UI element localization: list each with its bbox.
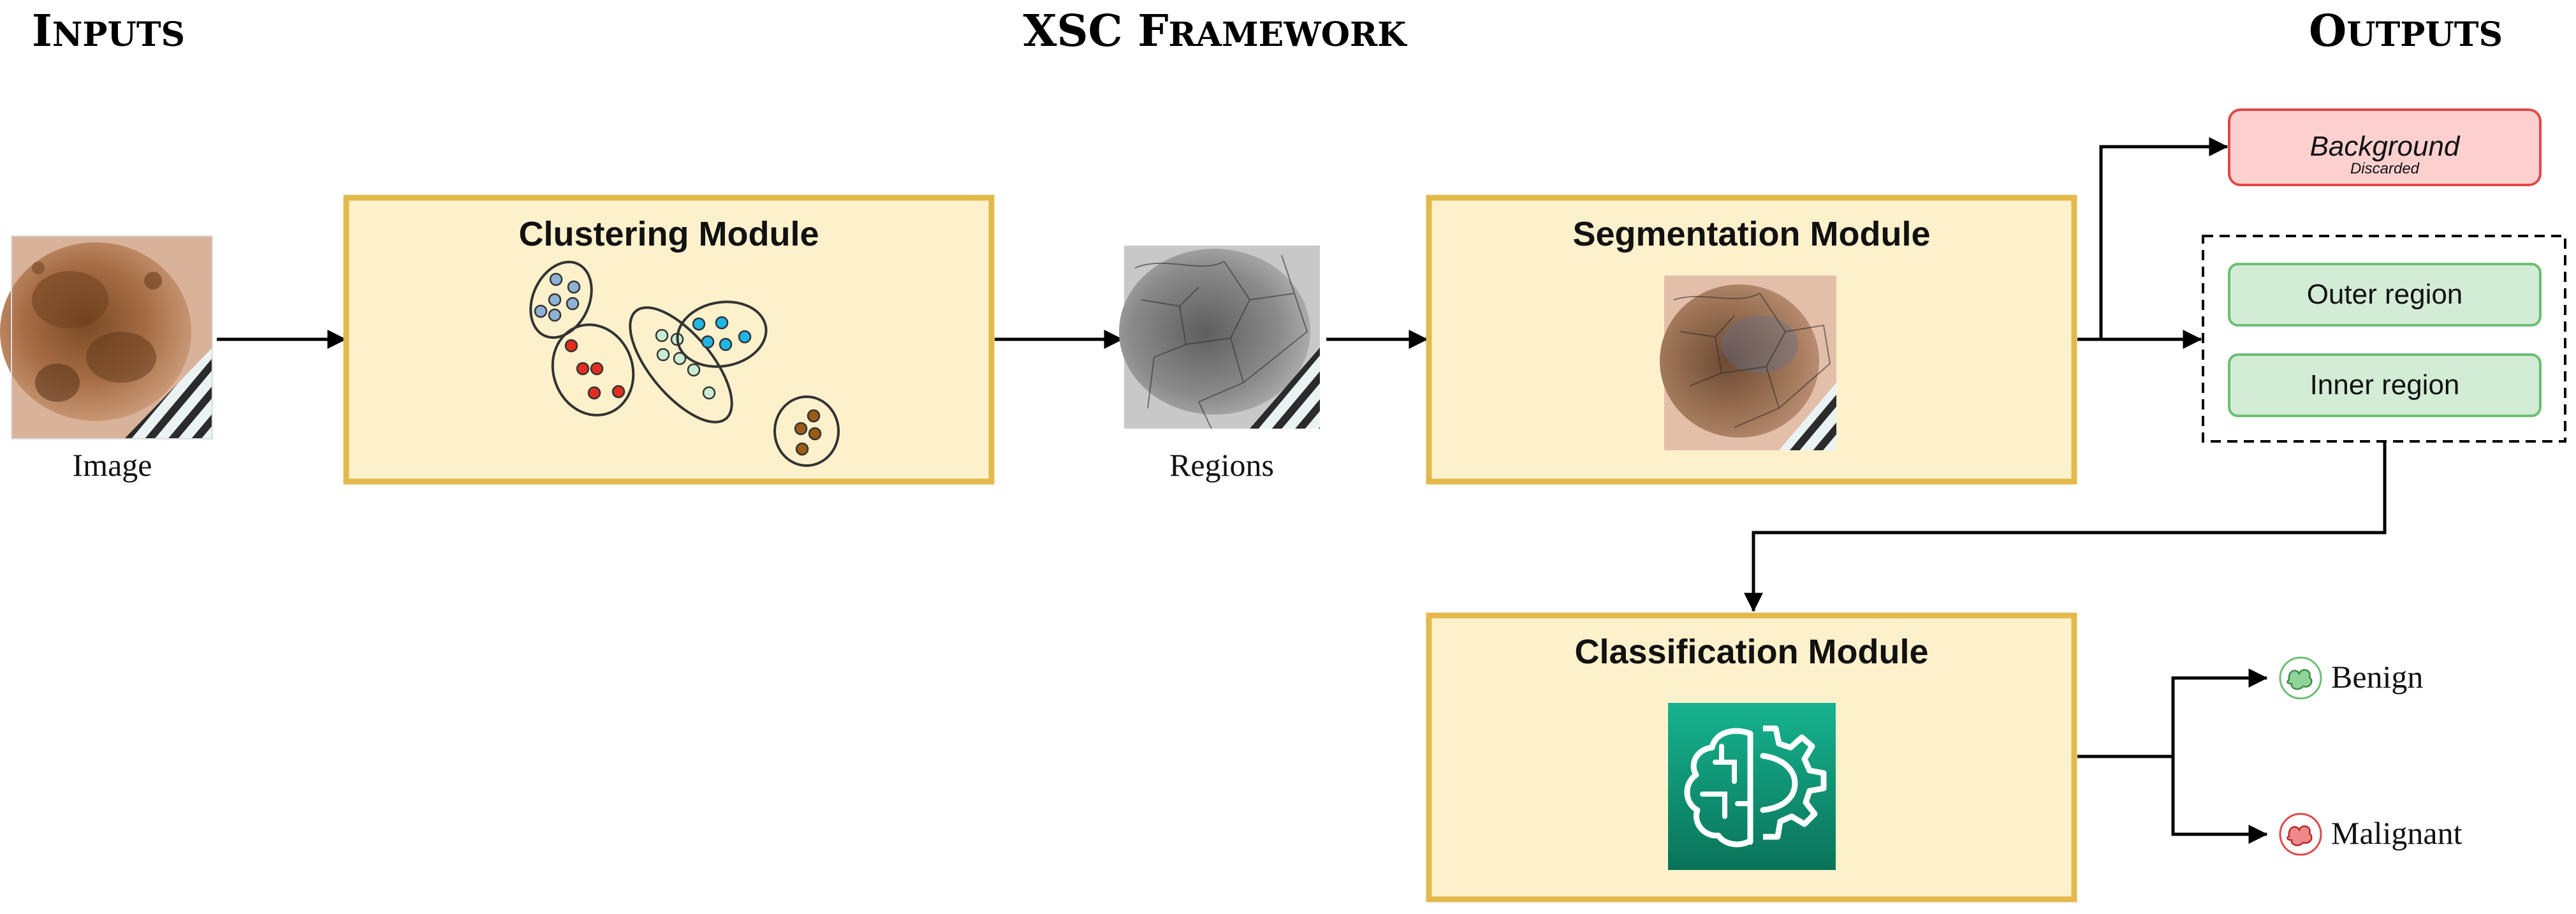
segmentation-module-title: Segmentation Module: [1572, 215, 1930, 253]
outer-region-label: Outer region: [2307, 279, 2463, 310]
regions-image: [1119, 246, 1320, 429]
framework-header: XSC FRAMEWORK: [1023, 6, 1408, 57]
segmentation-image: [1660, 276, 1836, 450]
background-note: Discarded: [2350, 160, 2420, 177]
outer-region-output: [2228, 263, 2542, 327]
benign-label: Benign: [2331, 659, 2423, 695]
benign-cell-icon: [2279, 656, 2322, 700]
arrow-to-background: [2077, 137, 2228, 341]
inner-region-output: [2228, 353, 2542, 417]
clustering-module-box: [343, 195, 995, 485]
inner-region-label: Inner region: [2310, 369, 2460, 401]
brain-gear-icon: [1668, 703, 1836, 870]
arrow-to-benign: [2077, 668, 2268, 758]
input-image: [0, 235, 213, 439]
inputs-header: INPUTS: [32, 6, 185, 57]
regions-caption: Regions: [1169, 447, 1274, 483]
background-output: [2228, 108, 2542, 186]
arrow-regions-to-classification: [1744, 441, 2387, 612]
outputs-header: OUTPUTS: [2309, 6, 2503, 57]
arrow-to-malignant: [2171, 756, 2268, 844]
cluster-groups-illustration: [529, 260, 840, 467]
image-caption: Image: [73, 447, 152, 483]
malignant-label: Malignant: [2331, 815, 2463, 851]
classification-module-title: Classification Module: [1574, 633, 1928, 671]
background-label: Background: [2310, 131, 2461, 162]
malignant-cell-icon: [2279, 813, 2322, 856]
clustering-module-title: Clustering Module: [519, 215, 819, 253]
